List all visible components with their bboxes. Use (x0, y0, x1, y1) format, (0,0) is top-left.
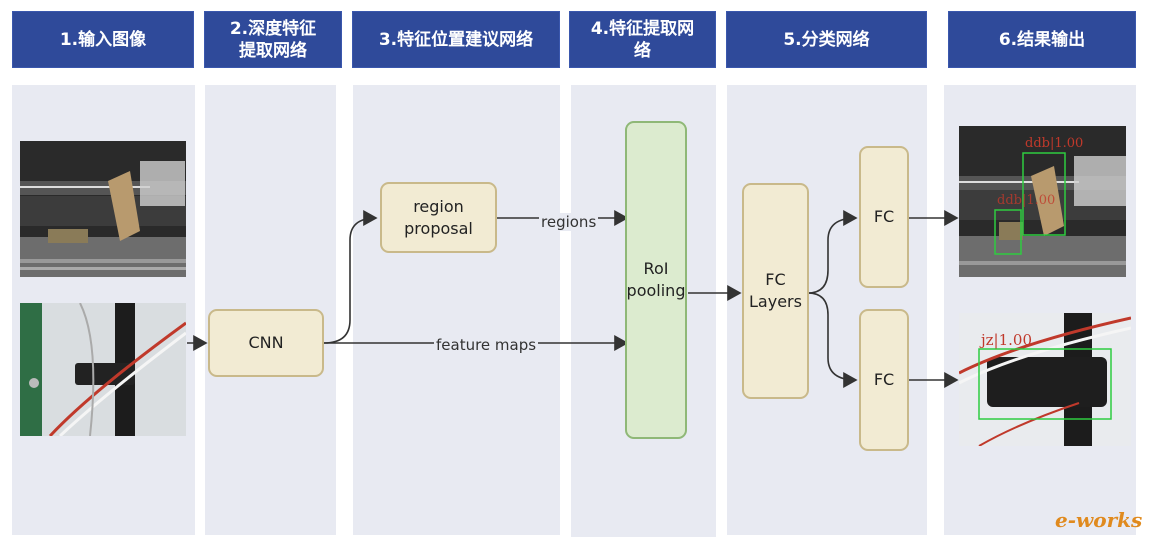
regions-edge-label: regions (539, 213, 599, 231)
header-result-output: 6.结果输出 (948, 11, 1136, 68)
fc-bottom-node: FC (859, 309, 909, 451)
detection-label-bottom-1: jz|1.00 (981, 331, 1033, 349)
header-classification-net: 5.分类网络 (726, 11, 927, 68)
header-deep-feature-net: 2.深度特征 提取网络 (204, 11, 342, 68)
output-image-top: ddb|1.00 ddb|1.00 (959, 126, 1126, 277)
fc-layers-node: FC Layers (742, 183, 809, 399)
column-proposal (353, 85, 560, 535)
cnn-node: CNN (208, 309, 324, 377)
eworks-logo: e-works (1055, 508, 1143, 532)
roi-pooling-node: RoI pooling (625, 121, 687, 439)
feature-maps-edge-label: feature maps (434, 336, 539, 354)
header-input-image: 1.输入图像 (12, 11, 194, 68)
region-proposal-node: region proposal (380, 182, 497, 253)
output-image-bottom: jz|1.00 (959, 313, 1131, 446)
header-region-proposal-net: 3.特征位置建议网络 (352, 11, 560, 68)
header-feature-extract-net: 4.特征提取网 络 (569, 11, 716, 68)
input-image-bottom (20, 303, 186, 436)
detection-label-top-1: ddb|1.00 (1025, 136, 1084, 151)
detection-label-top-2: ddb|1.00 (997, 193, 1056, 208)
input-image-top (20, 141, 186, 277)
fc-top-node: FC (859, 146, 909, 288)
